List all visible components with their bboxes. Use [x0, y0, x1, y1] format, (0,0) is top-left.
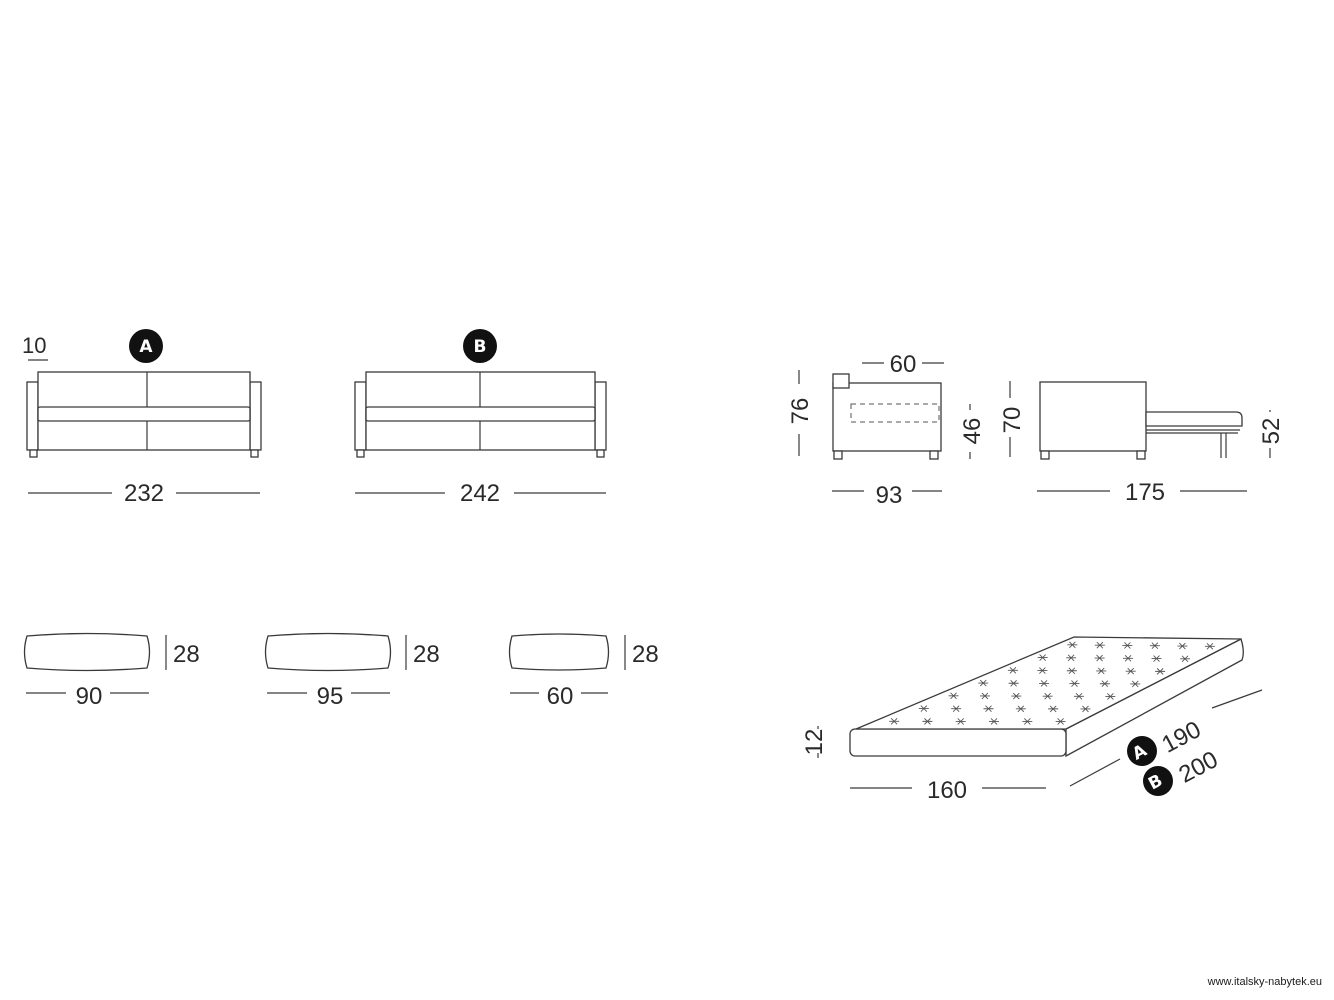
mattress-front: [849, 728, 1067, 757]
tuft-mark: [1022, 718, 1033, 725]
tuft-mark: [1122, 642, 1133, 649]
side-depth-label: 93: [876, 482, 903, 509]
bed-mattress-height-label: 52: [1258, 418, 1285, 445]
cushion-1-width-label: 90: [76, 683, 103, 710]
sofa-a-foot-left: [29, 449, 38, 458]
bed-height-label: 70: [999, 407, 1026, 434]
bed-depth-label: 175: [1125, 479, 1165, 506]
sofa-a-width-label: 232: [124, 480, 164, 507]
mattress-isometric: 12 160 A 190 B 200: [801, 636, 1263, 804]
arm-width-label: 10: [22, 333, 46, 358]
cushion-2-height-label: 28: [413, 641, 440, 668]
tuft-mark: [1074, 692, 1085, 700]
sofa-b-seat: [365, 406, 596, 422]
tuft-mark: [1008, 679, 1019, 687]
side-backrest: [832, 373, 850, 389]
badge-a-label: A: [139, 337, 153, 357]
cushion-2: 28 95: [264, 632, 440, 710]
side-body: [832, 382, 942, 452]
mattress-badge-b-circle: [1143, 766, 1173, 796]
tuft-mark: [1055, 718, 1066, 725]
tuft-mark: [1048, 705, 1059, 713]
tuft-mark: [1067, 641, 1078, 649]
tuft-mark: [918, 705, 929, 712]
side-height-label: 76: [787, 398, 814, 425]
tuft-mark: [1066, 654, 1077, 662]
tuft-mark: [1007, 667, 1018, 674]
tuft-mark: [989, 718, 1000, 725]
tuft-mark: [1037, 667, 1048, 674]
mattress-thickness-label: 12: [801, 729, 828, 756]
tuft-mark: [1130, 680, 1141, 688]
tuft-mark: [1180, 655, 1191, 663]
tuft-mark: [951, 705, 962, 712]
tuft-mark: [1080, 705, 1091, 713]
mattress-badge-a-circle: [1127, 736, 1157, 766]
tuft-mark: [979, 692, 990, 700]
tuft-mark: [1094, 641, 1105, 649]
tuft-mark: [983, 705, 994, 713]
sofa-a-right-arm: [249, 381, 262, 451]
sofa-a-front-view: A 10 232: [22, 329, 262, 507]
badge-b-label: B: [474, 337, 487, 357]
mattress-tufting: [889, 641, 1215, 725]
tuft-mark: [1037, 654, 1048, 661]
tuft-mark: [922, 718, 933, 725]
sofa-b-width-label: 242: [460, 480, 500, 507]
sofa-b-foot-left: [356, 449, 365, 458]
tuft-mark: [1123, 655, 1134, 662]
tuft-mark: [955, 718, 966, 725]
sofa-a-seat: [37, 406, 251, 422]
sofa-b-front-view: B 242: [354, 329, 607, 507]
tuft-mark: [1042, 692, 1053, 700]
tuft-mark: [1155, 668, 1166, 675]
tuft-mark: [978, 679, 989, 687]
sofa-a-left-arm: [26, 381, 39, 451]
seat-height-label: 46: [959, 418, 986, 445]
tuft-mark: [1096, 667, 1107, 675]
tuft-mark: [948, 692, 959, 700]
tuft-mark: [1105, 693, 1116, 700]
tuft-mark: [1099, 680, 1110, 688]
tuft-mark: [1204, 643, 1215, 650]
tuft-mark: [1069, 680, 1080, 687]
bed-side-view: 70 52 175: [999, 381, 1285, 506]
tuft-mark: [1094, 654, 1105, 662]
badge-b-circle: [463, 329, 497, 363]
tuft-mark: [1125, 667, 1136, 675]
cushion-2-width-label: 95: [317, 683, 344, 710]
cushion-1: 28 90: [23, 632, 200, 710]
tuft-mark: [1011, 692, 1022, 700]
tuft-mark: [1151, 655, 1162, 662]
cushion-1-height-label: 28: [173, 641, 200, 668]
sofa-b-left-arm: [354, 381, 367, 451]
tuft-mark: [1066, 667, 1077, 675]
seat-depth-label: 60: [890, 351, 917, 378]
bed-extension: [1145, 411, 1243, 427]
sofa-b-foot-right: [596, 449, 605, 458]
footer-url: www.italsky-nabytek.eu: [1207, 976, 1322, 988]
tuft-mark: [1039, 680, 1050, 687]
cushion-3-height-label: 28: [632, 641, 659, 668]
mattress-width-label: 160: [927, 777, 967, 804]
tuft-mark: [1149, 642, 1160, 650]
tuft-mark: [889, 718, 900, 725]
sofa-b-right-arm: [594, 381, 607, 451]
tuft-mark: [1177, 642, 1188, 650]
sofa-side-view: 60 76 46 93: [787, 351, 986, 509]
badge-a-circle: [129, 329, 163, 363]
tuft-mark: [1015, 705, 1026, 713]
sofa-a-foot-right: [250, 449, 259, 458]
bed-body: [1039, 381, 1147, 452]
side-mechanism-dashed: [850, 403, 940, 423]
cushion-3: 28 60: [508, 633, 659, 710]
cushion-3-width-label: 60: [547, 683, 574, 710]
